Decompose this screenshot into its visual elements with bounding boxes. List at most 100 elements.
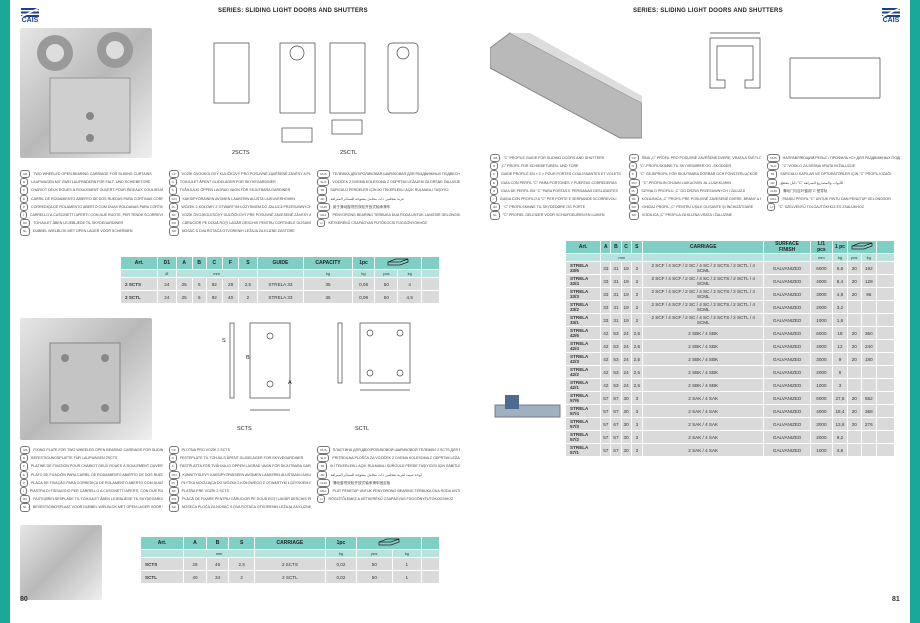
description-line: N"C"-PROFILSKINNE TIL SKYVEDØRER OG -SKO…	[628, 162, 762, 171]
table-cell: 2 SAK / 4 SAK	[642, 391, 765, 405]
table-cell: 20	[846, 326, 862, 340]
table-cell: 6000	[809, 391, 833, 405]
column-header: Art.	[139, 536, 185, 550]
column-header: D1	[157, 256, 177, 270]
table-cell: 20	[846, 339, 862, 353]
language-code-badge: P	[490, 186, 499, 196]
table-cell: 53	[610, 352, 622, 366]
table-cell: 31	[610, 261, 622, 275]
table-cell: 92	[205, 290, 223, 304]
description-text: GUIDA CON PROFILO A "C" PER PORTE E SERR…	[499, 197, 617, 202]
package-icon	[378, 538, 400, 546]
table-cell: GALVANIZED	[763, 378, 811, 392]
language-code-badge: DK	[490, 203, 501, 212]
table-cell: 33	[600, 261, 612, 275]
table-cell: 552	[860, 391, 878, 405]
column-header: S	[630, 240, 644, 254]
table-cell: GALVANIZED	[763, 274, 811, 288]
table-cell: GALVANIZED	[763, 300, 811, 314]
unit-cell	[256, 269, 305, 278]
table-cell: 1	[391, 557, 423, 571]
table-cell: 19	[620, 300, 632, 314]
unit-cell: pcs	[846, 253, 862, 262]
description-text: PLACĂ DE FIXARE PENTRU CĂRUCIOR PE DOUĂ …	[182, 497, 311, 502]
table-cell: 2	[630, 313, 644, 327]
language-code-badge: GB	[20, 446, 31, 455]
description-text: دليل مقطع "C" للأبواب والمصاريع المنزلقة	[780, 180, 844, 185]
article-code: STRELA 33/3	[564, 287, 602, 301]
table-cell	[846, 378, 862, 392]
table-cell: 57	[600, 430, 612, 444]
description-text: "C" PROFIEL GELEIDER VOOR SCHUIFDEUREN E…	[502, 213, 605, 218]
language-code-badge: F	[20, 186, 28, 195]
description-text: VODILICA „C" PROFILA ZA KLIZNA VRATA I Ž…	[641, 213, 733, 218]
table-cell: GALVANIZED	[763, 352, 811, 366]
column-header: 1pc	[351, 256, 376, 270]
table-cell: 2 SBK / 4 SBK	[642, 339, 765, 353]
drawing-label-sctl: SCTL	[355, 426, 370, 432]
language-code-badge: TR	[317, 462, 328, 471]
unit-cell: kg	[391, 549, 423, 558]
article-code: STRELA 57/6	[564, 391, 602, 405]
column-header: S	[238, 256, 258, 270]
table-cell: 2,5	[228, 557, 255, 571]
table-cell: 1	[391, 570, 423, 584]
description-text: PLATŇA PRE VOZÍK 2 SCTS	[181, 489, 229, 494]
description-text: PLACA DE FIXAÇÃO PARA CORREDIÇA DE ROLAM…	[31, 480, 163, 485]
table-cell	[860, 365, 878, 379]
article-code: SCTL	[139, 570, 185, 584]
language-code-badge: CHN	[767, 186, 780, 196]
table-cell: GALVANIZED	[763, 443, 811, 457]
language-code-badge: H	[767, 203, 776, 212]
language-code-badge: SR	[628, 211, 639, 220]
table-cell: 2,5	[630, 326, 644, 340]
table-cell: 30	[620, 404, 632, 418]
table-cell: 0,02	[324, 570, 358, 584]
table-cell: 3000	[809, 417, 833, 431]
table-cell: 9,6	[831, 261, 848, 275]
description-text: CĂRUCIOR PE DOUĂ ROŢI LAGĂR DESCHIS PENT…	[182, 221, 312, 226]
language-code-badge: CZ	[168, 446, 179, 455]
language-code-badge: CZ	[628, 154, 639, 163]
article-code: STRELA 57/4	[564, 404, 602, 418]
language-code-badge: D	[490, 162, 499, 171]
column-header: CAPACITY	[303, 256, 353, 270]
series-title-right: SERIES: SLIDING LIGHT DOORS AND SHUTTERS	[633, 8, 783, 14]
language-code-badge: AR	[317, 470, 328, 479]
table-cell: 67	[610, 391, 622, 405]
column-header: GUIDE	[256, 256, 305, 270]
description-text: PIASTRA DI FISSAGGIO PER CARRELLO A CUSC…	[29, 489, 163, 494]
unit-cell	[763, 253, 811, 262]
table-cell: 18	[831, 326, 848, 340]
table-cell: 2,5	[630, 339, 644, 353]
table-cell: 3000	[809, 352, 833, 366]
drawing-label-2sctl: 2SCTL	[340, 150, 358, 156]
language-code-badge: S	[168, 462, 177, 471]
description-text: "C"-PROFILSKINNE TIL SKYVEDØRER OG -SKOD…	[639, 164, 732, 169]
table-cell: 30	[620, 443, 632, 457]
unit-cell: mm	[175, 269, 258, 278]
table-cell	[846, 365, 862, 379]
unit-cell: mm	[809, 253, 833, 262]
table-cell: GALVANIZED	[763, 326, 811, 340]
table-cell: 40	[221, 290, 240, 304]
table-cell: 20	[846, 274, 862, 288]
description-text: TOHJULET ÅBEN LEJEBLÆDE TIL SKYDEGARDINE…	[33, 221, 124, 226]
